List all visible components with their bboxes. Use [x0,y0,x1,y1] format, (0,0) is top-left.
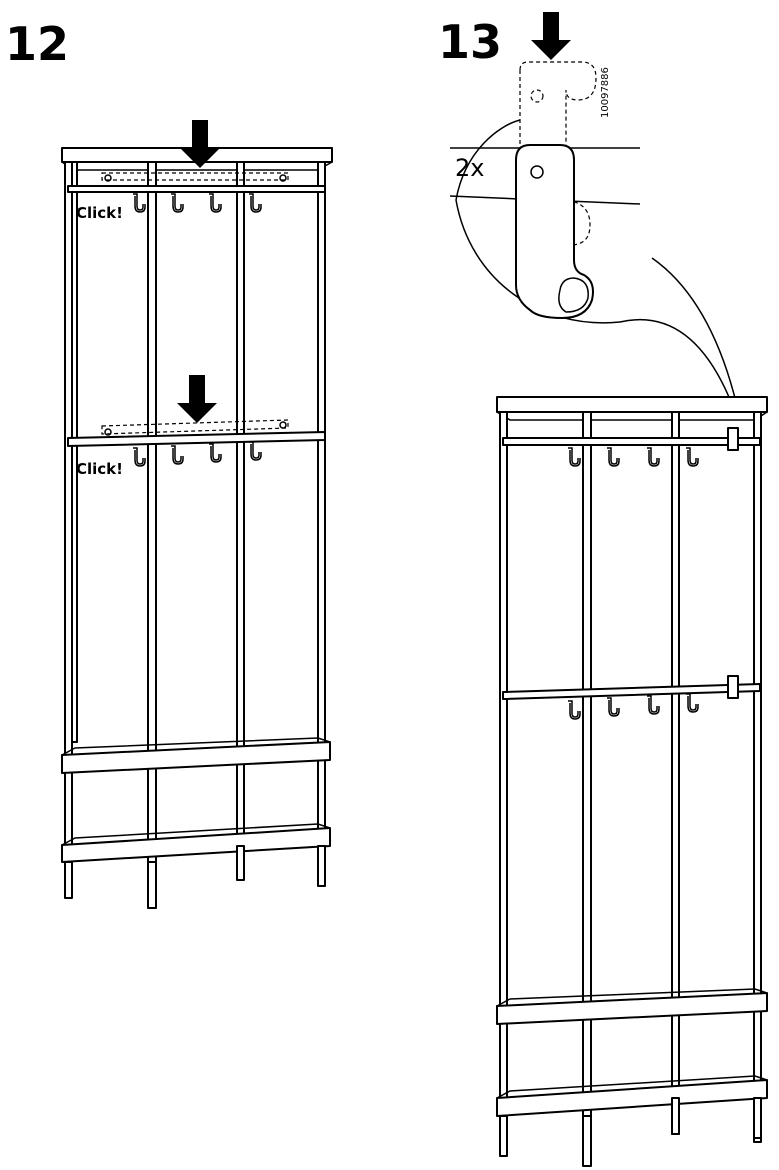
step-13-rack [496,396,768,1167]
step-13-number: 13 [438,15,502,69]
quantity-label: 2x [455,154,484,182]
step-12-rack [61,147,333,909]
hook-icon [515,61,597,319]
magnifier-callout-icon [449,119,739,413]
step-12-arrow-middle [177,375,217,423]
step-12-number: 12 [5,17,69,71]
part-number-label: 10097886 [600,67,611,118]
step-13-arrow [531,12,571,60]
click-label-top: Click! [76,204,123,222]
click-label-bottom: Click! [76,460,123,478]
